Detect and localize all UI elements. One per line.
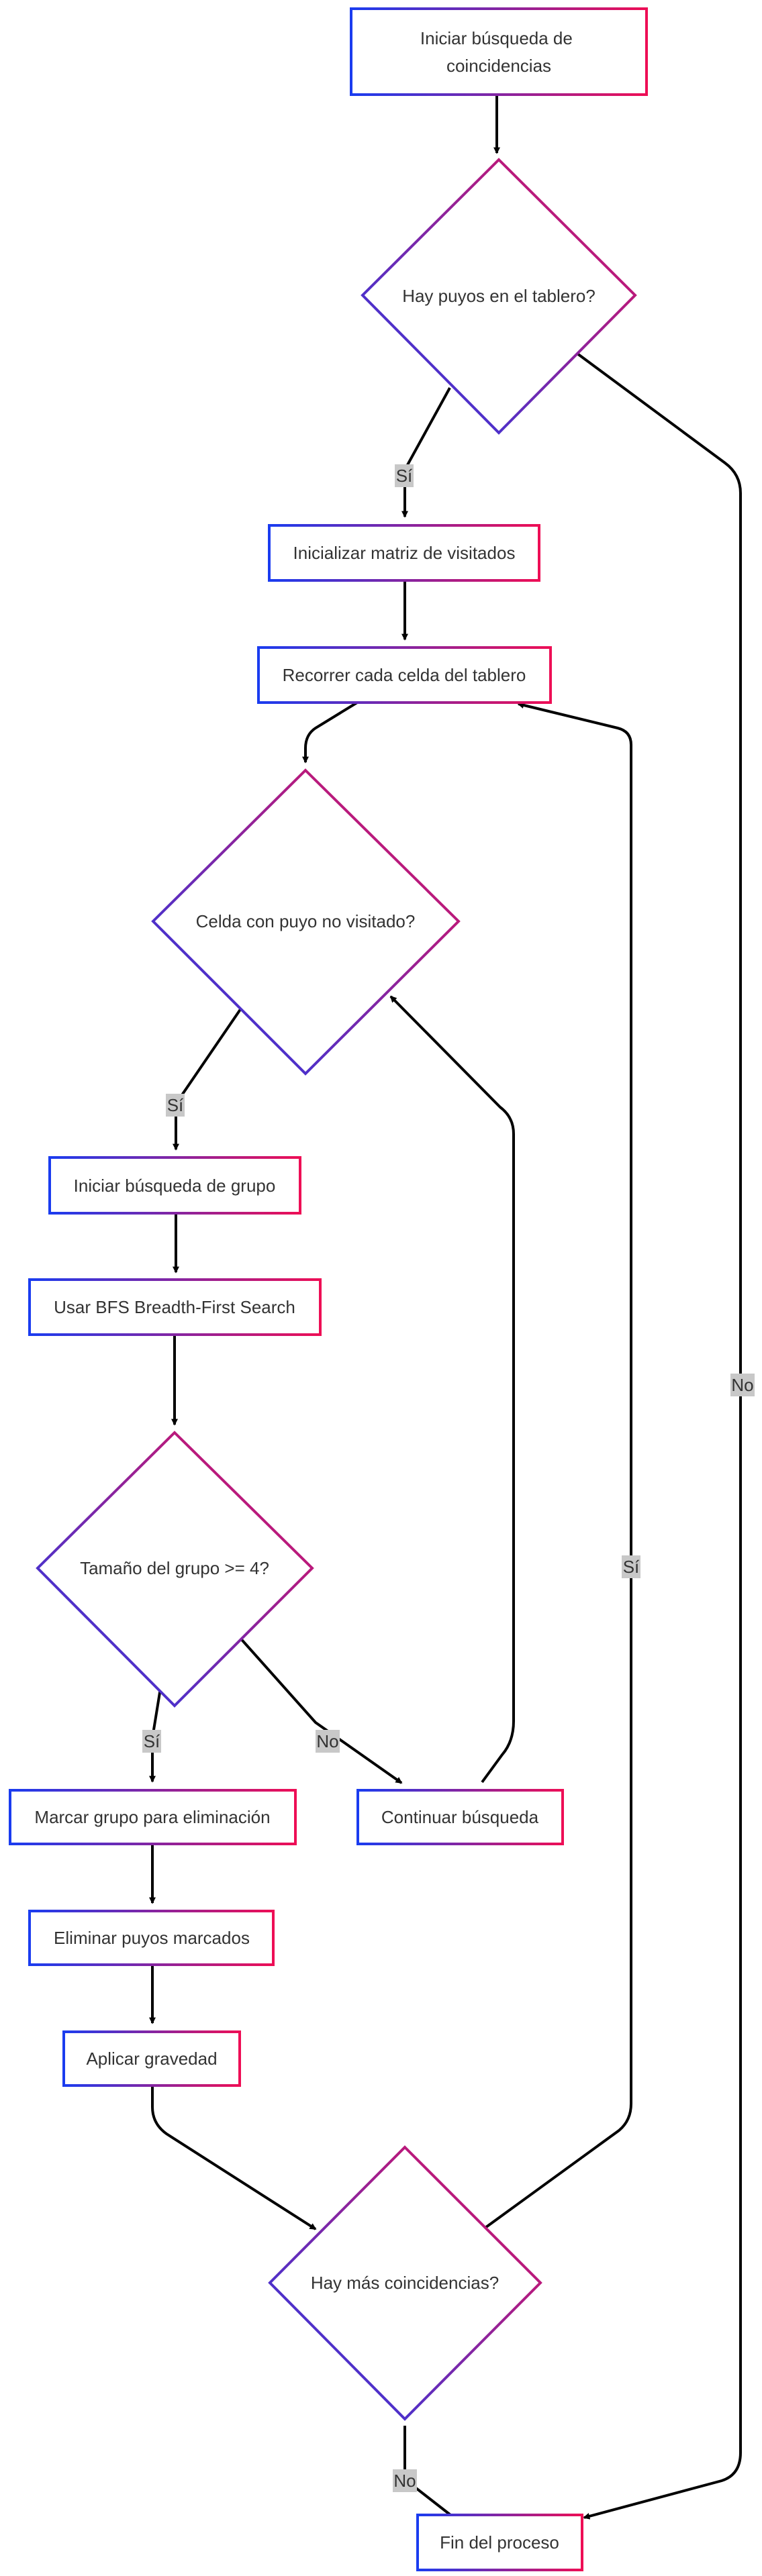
svg-text:Iniciar búsqueda de co: Iniciar búsqueda de coincidencias <box>420 28 577 76</box>
edge-label-more-yes-text: Sí <box>623 1557 640 1577</box>
init-visited-node: Inicializar matriz de visitados <box>268 524 540 582</box>
start-node-line-2: coincidencias <box>446 56 551 76</box>
mark-label: Marcar grupo para eliminación <box>34 1807 270 1827</box>
bfs-label: Usar BFS Breadth-First Search <box>54 1297 295 1317</box>
edge-label-has-puyos-no: No <box>730 1374 755 1396</box>
edge-continue-to-unvisited <box>389 995 515 1784</box>
edge-has-puyos-no <box>576 352 742 2520</box>
edge-more-yes <box>482 702 632 2230</box>
decision-unvisited: Celda con puyo no visitado? <box>151 768 461 1076</box>
bfs-node: Usar BFS Breadth-First Search <box>28 1278 322 1336</box>
edge-traverse-to-unvisited <box>302 701 359 764</box>
start-group-node: Iniciar búsqueda de grupo <box>48 1156 301 1215</box>
decision-size: Tamaño del grupo >= 4? <box>36 1431 314 1708</box>
remove-label: Eliminar puyos marcados <box>54 1928 250 1948</box>
traverse-label: Recorrer cada celda del tablero <box>283 665 526 685</box>
remove-node: Eliminar puyos marcados <box>28 1910 275 1966</box>
edge-label-more-no: No <box>393 2469 417 2492</box>
traverse-node: Recorrer cada celda del tablero <box>257 646 552 704</box>
decision-has-puyos: Hay puyos en el tablero? <box>361 158 637 435</box>
end-node: Fin del proceso <box>416 2514 583 2571</box>
decision-more-matches: Hay más coincidencias? <box>268 2145 542 2421</box>
edge-size-no <box>237 1635 403 1784</box>
edge-label-size-no-text: No <box>316 1731 338 1751</box>
continue-label: Continuar búsqueda <box>381 1807 539 1827</box>
edge-unvisited-yes <box>173 1003 245 1151</box>
mark-node: Marcar grupo para eliminación <box>9 1789 297 1845</box>
edge-label-more-no-text: No <box>393 2471 416 2491</box>
init-visited-label: Inicializar matriz de visitados <box>293 543 516 563</box>
continue-node: Continuar búsqueda <box>356 1789 564 1845</box>
decision-unvisited-label: Celda con puyo no visitado? <box>196 911 416 931</box>
start-node-line-1: Iniciar búsqueda de <box>420 28 573 48</box>
decision-size-label: Tamaño del grupo >= 4? <box>80 1558 269 1578</box>
edge-label-has-puyos-yes-text: Sí <box>396 466 413 486</box>
edge-label-unvisited-yes-text: Sí <box>167 1095 184 1115</box>
decision-more-matches-label: Hay más coincidencias? <box>311 2273 499 2293</box>
edge-label-size-no: No <box>316 1730 340 1753</box>
edge-label-size-yes: Sí <box>142 1730 161 1753</box>
start-node: Iniciar búsqueda de coincidencias <box>350 7 648 96</box>
edge-label-size-yes-text: Sí <box>144 1731 160 1751</box>
decision-has-puyos-label: Hay puyos en el tablero? <box>402 286 596 306</box>
edge-label-more-yes: Sí <box>622 1555 640 1578</box>
edge-has-puyos-yes <box>401 387 451 518</box>
edge-label-unvisited-yes: Sí <box>166 1094 185 1117</box>
edge-label-has-puyos-no-text: No <box>731 1375 753 1395</box>
end-label: Fin del proceso <box>440 2532 559 2553</box>
edge-label-has-puyos-yes: Sí <box>395 464 414 487</box>
edge-gravity-to-more <box>151 2085 317 2230</box>
gravity-node: Aplicar gravedad <box>62 2030 241 2087</box>
gravity-label: Aplicar gravedad <box>86 2049 217 2069</box>
start-group-label: Iniciar búsqueda de grupo <box>74 1176 276 1196</box>
